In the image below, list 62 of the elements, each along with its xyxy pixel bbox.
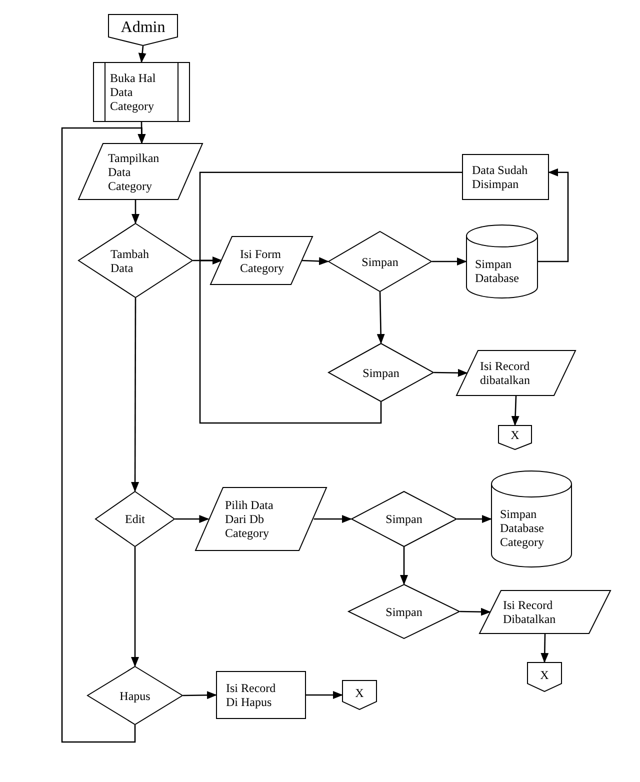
arrow: [132, 200, 140, 224]
arrow: [460, 608, 491, 616]
process-box: [462, 154, 549, 200]
io-parallelogram: [210, 236, 313, 285]
arrow: [175, 515, 210, 523]
arrow: [511, 396, 520, 426]
io-parallelogram: [195, 487, 327, 551]
decision-diamond: [95, 491, 175, 547]
node-text: X: [355, 686, 364, 700]
arrow: [400, 547, 408, 585]
node-text: Hapus: [120, 688, 150, 702]
process-box: [216, 671, 306, 719]
io-parallelogram: [78, 143, 203, 200]
node-text: Simpan: [386, 604, 422, 618]
node-text: Edit: [125, 512, 145, 526]
database-cylinder: [491, 471, 572, 567]
node-text: Simpan Database Category: [500, 507, 545, 549]
io-parallelogram: [479, 590, 611, 634]
node-text: Tampilkan Data Category: [108, 150, 160, 192]
database-cylinder: [466, 225, 538, 298]
arrow: [457, 515, 492, 523]
node-text: Isi Record dibatalkan: [480, 359, 531, 387]
node-text: Simpan: [386, 512, 422, 526]
node-text: Isi Record Di Hapus: [226, 681, 277, 709]
node-text: Tambah Data: [110, 246, 150, 274]
node-text: Simpan: [362, 254, 398, 268]
offpage-connector: [527, 662, 562, 692]
arrow: [540, 634, 549, 663]
node-text: Isi Form Category: [240, 246, 285, 274]
io-parallelogram: [456, 350, 576, 396]
node-text: Data Sudah Disimpan: [472, 163, 529, 191]
arrow: [306, 691, 343, 699]
offpage-connector: [498, 425, 532, 450]
decision-diamond: [328, 343, 434, 402]
node-text: X: [540, 668, 549, 682]
arrow: [199, 256, 382, 424]
arrow: [131, 547, 139, 667]
arrow: [61, 127, 146, 743]
arrow: [432, 258, 467, 266]
node-text: X: [510, 428, 520, 442]
node-text: Simpan: [362, 366, 400, 380]
decision-diamond: [351, 491, 457, 547]
node-text: Pilih Data Dari Db Category: [225, 498, 274, 540]
offpage-connector: [108, 14, 178, 46]
decision-diamond: [328, 231, 432, 292]
node-text: Simpan Database: [475, 256, 520, 284]
arrow: [183, 691, 217, 700]
node-text: Buka Hal Data Category: [110, 71, 157, 113]
offpage-connector: [342, 680, 377, 710]
predefined-process-box: [93, 62, 190, 122]
node-text: Admin: [120, 18, 166, 36]
arrow: [314, 515, 352, 523]
arrow: [302, 257, 329, 266]
decision-diamond: [348, 584, 460, 639]
arrow: [376, 292, 385, 344]
decision-diamond: [87, 666, 183, 725]
arrow: [434, 368, 468, 377]
arrow: [538, 168, 569, 262]
node-text: Isi Record Dibatalkan: [503, 598, 557, 626]
arrow: [138, 46, 146, 63]
arrow: [131, 298, 140, 492]
decision-diamond: [78, 223, 193, 298]
